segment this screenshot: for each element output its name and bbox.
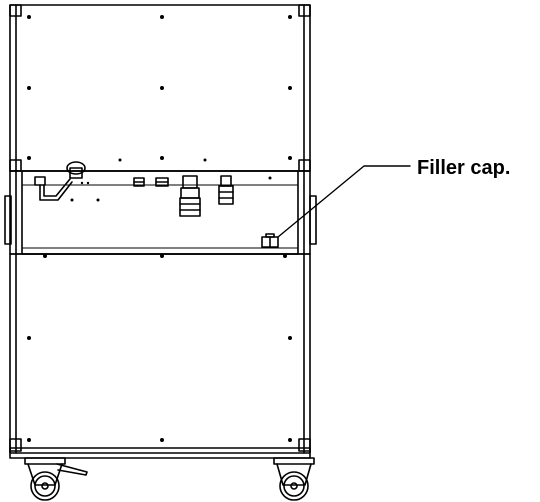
filler-cap: [261, 233, 279, 248]
right-handle: [309, 195, 317, 245]
panel-screws: [27, 15, 292, 442]
right-caster: [273, 457, 315, 501]
caster-brake-pedal: [56, 463, 88, 476]
small-ports: [133, 177, 169, 187]
inlet-connector: [218, 175, 234, 205]
left-coupling: [34, 161, 86, 201]
lower-panel: [9, 253, 311, 459]
left-caster: [24, 457, 88, 501]
left-handle: [4, 195, 12, 245]
large-outlet-connector: [179, 175, 201, 217]
filler-cap-label: Filler cap.: [417, 157, 511, 179]
callout-leader-line: [277, 165, 411, 238]
